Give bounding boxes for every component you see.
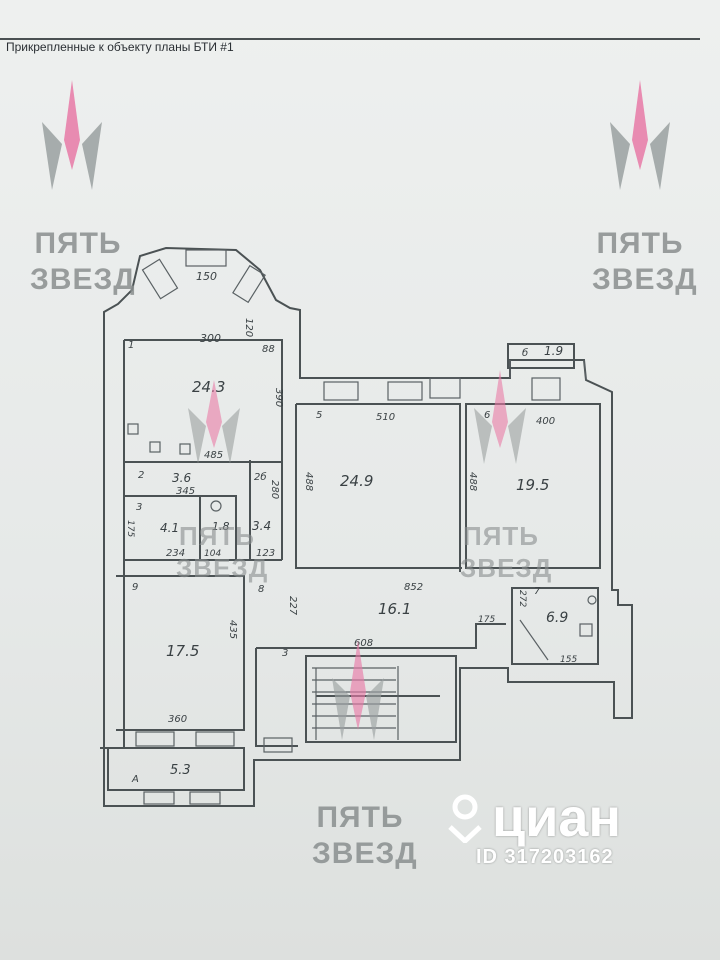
dim-label: 88 (262, 344, 275, 355)
star-logo-icon (610, 80, 670, 190)
room-area-corridor: 16.1 (378, 600, 411, 618)
watermark-text: ПЯТЬ ЗВЕЗД (30, 226, 136, 298)
room-number: 6 (484, 410, 490, 421)
room-number: б (522, 347, 528, 359)
watermark-line: ПЯТЬ (463, 521, 539, 551)
watermark-text: ПЯТЬ ЗВЕЗД (176, 520, 269, 584)
watermark-text: ПЯТЬ ЗВЕЗД (460, 520, 553, 584)
dim-label: 120 (243, 318, 254, 337)
dim-label: 488 (467, 472, 478, 491)
watermark-line: ПЯТЬ (179, 521, 255, 551)
room-number: А (131, 774, 139, 785)
cian-watermark: циан ID 317203162 (448, 790, 621, 869)
star-logo-icon (42, 80, 102, 190)
dim-label: 150 (196, 270, 217, 283)
watermark-text: ПЯТЬ ЗВЕЗД (592, 226, 698, 298)
room-number: 7 (534, 586, 541, 597)
room-numbers: 1 2 3 3 5 6 7 8 9 А б (128, 340, 541, 785)
listing-id: ID 317203162 (476, 846, 614, 868)
windows (135, 249, 561, 805)
room-area-wc: 1.8 (212, 520, 230, 533)
star-logo-icon (474, 370, 526, 464)
dim-label: 510 (376, 412, 395, 423)
room-number: 3 (282, 648, 288, 659)
dim-label: 360 (168, 714, 187, 725)
cian-brand-text: циан (492, 788, 622, 848)
dim-label: 234 (166, 548, 185, 559)
watermark-line: ЗВЕЗД (176, 553, 269, 583)
room-number: 5 (316, 410, 322, 421)
dim-label: 227 (287, 596, 298, 616)
watermark-line: ПЯТЬ (316, 801, 404, 834)
room-number: 9 (132, 582, 138, 593)
watermark-line: ПЯТЬ (596, 227, 684, 260)
dim-label: 852 (404, 582, 423, 593)
watermark-text: ПЯТЬ ЗВЕЗД (312, 800, 418, 872)
dim-label: 104 (204, 549, 221, 559)
room-number: 1 (128, 340, 134, 351)
watermark-line: ЗВЕЗД (592, 263, 698, 296)
star-logo-icon (188, 380, 240, 464)
room-area-kitchen-nook: 4.1 (160, 521, 179, 535)
room-area-living-4: 17.5 (166, 642, 199, 660)
room-number: 3 (136, 502, 142, 513)
dim-label: 155 (560, 655, 577, 665)
room-labels: 24.3 24.9 19.5 16.1 17.5 5.3 6.9 1.9 3.6… (160, 344, 568, 778)
room-area-living-3: 19.5 (516, 476, 549, 494)
interior-walls (107, 339, 601, 791)
dim-label: 175 (478, 615, 495, 625)
dim-label: 272 (517, 590, 527, 607)
room-number: 2 (138, 470, 144, 481)
star-watermarks (42, 80, 670, 740)
room-area-bath: 6.9 (546, 610, 568, 626)
header-rule (0, 38, 700, 40)
location-pin-icon (448, 794, 482, 843)
dimension-labels: 150 300 120 88 390 485 510 488 488 400 3… (125, 270, 577, 725)
room-area-loggia: 5.3 (170, 763, 191, 778)
dim-label: 435 (227, 620, 238, 639)
dim-label: 488 (303, 472, 314, 491)
watermark-line: ПЯТЬ (34, 227, 122, 260)
page-title: Прикрепленные к объекту планы БТИ #1 (6, 40, 234, 54)
room-number: 8 (258, 584, 264, 595)
cian-brand: циан (448, 790, 621, 846)
dim-label: 400 (536, 416, 555, 427)
watermark-line: ЗВЕЗД (460, 553, 553, 583)
room-area-balcony: 1.9 (544, 344, 563, 358)
dim-label: 608 (354, 638, 373, 649)
dim-label: 345 (176, 486, 195, 497)
dim-label: 175 (125, 520, 135, 537)
dim-label: 300 (200, 332, 221, 345)
dim-label: 123 (256, 548, 275, 559)
dim-label: 2б (254, 471, 267, 483)
room-area-hall: 3.4 (252, 519, 271, 533)
watermark-line: ЗВЕЗД (30, 263, 136, 296)
dim-label: 280 (269, 480, 280, 499)
room-area-storage: 3.6 (172, 471, 191, 485)
room-area-living-1: 24.3 (192, 378, 225, 396)
room-area-living-2: 24.9 (340, 472, 373, 490)
dim-label: 485 (204, 450, 223, 461)
dim-label: 390 (273, 388, 284, 407)
fixtures (127, 423, 597, 661)
watermark-line: ЗВЕЗД (312, 837, 418, 870)
star-logo-icon (332, 640, 384, 740)
